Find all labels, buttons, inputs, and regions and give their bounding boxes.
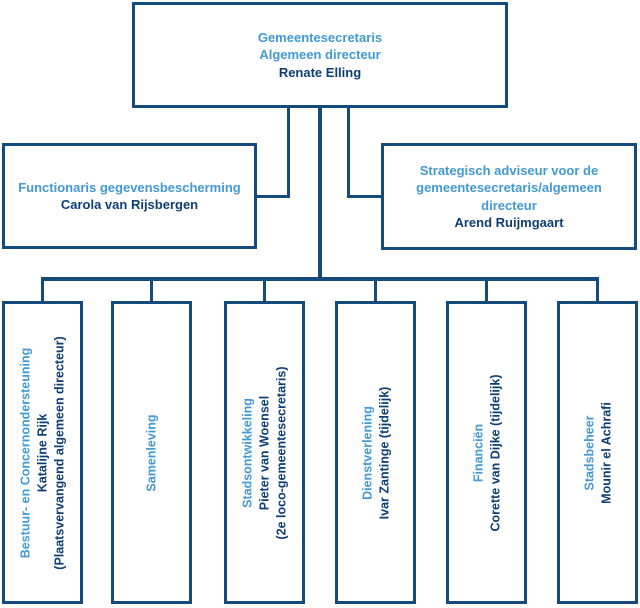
connector-drop-2 [150, 279, 153, 304]
department-title: Samenleving [144, 413, 158, 492]
person-name: Corette van Dijke (tijdelijk) [487, 374, 502, 531]
person-note: (2e loco-gemeentesecretaris) [274, 366, 288, 539]
role-title: Strategisch adviseur voor de gemeentesec… [416, 162, 602, 213]
department-title: Stadsontwikkeling [240, 397, 254, 508]
person-name: Arend Ruijmgaart [454, 215, 564, 230]
connector-staff-right-vertical [347, 108, 350, 198]
node-functionaris-gegevensbescherming: Functionaris gegevensbescherming Carola … [2, 143, 257, 249]
rotated-text-block: Dienstverlening Ivar Zantinge (tijdelijk… [339, 307, 412, 599]
connector-drop-6 [596, 279, 599, 304]
connector-root-vertical [318, 108, 322, 280]
person-name: Carola van Rijsbergen [60, 197, 199, 212]
node-gemeentesecretaris: Gemeentesecretaris Algemeen directeur Re… [132, 2, 508, 108]
connector-staff-left-horizontal [255, 195, 289, 198]
role-title: Functionaris gegevensbescherming [18, 179, 241, 195]
rotated-text-block: Financiën Corette van Dijke (tijdelijk) [450, 307, 523, 599]
connector-drop-3 [263, 279, 266, 304]
connector-drop-1 [41, 279, 44, 304]
department-title: Bestuur- en Concernondersteuning [18, 347, 32, 558]
connector-drop-4 [374, 279, 377, 304]
person-name: Pieter van Woensel [257, 395, 271, 510]
rotated-text-block: Stadsontwikkeling Pieter van Woensel (2e… [228, 307, 301, 599]
node-strategisch-adviseur: Strategisch adviseur voor de gemeentesec… [381, 143, 637, 250]
role-title: Algemeen directeur [259, 47, 381, 63]
person-name: Renate Elling [278, 64, 362, 80]
department-box-stadsontwikkeling: Stadsontwikkeling Pieter van Woensel (2e… [224, 301, 305, 604]
department-box-bestuur-en-concernondersteuning: Bestuur- en Concernondersteuning Katalij… [2, 301, 83, 604]
rotated-text-block: Samenleving [115, 307, 188, 599]
department-title: Financiën [470, 423, 485, 482]
person-name: Ivar Zantinge (tijdelijk) [376, 386, 391, 519]
department-title: Stadsbeheer [581, 414, 596, 491]
department-box-samenleving: Samenleving [111, 301, 192, 604]
connector-staff-right-horizontal [348, 195, 382, 198]
department-box-dienstverlening: Dienstverlening Ivar Zantinge (tijdelijk… [335, 301, 416, 604]
rotated-text-block: Stadsbeheer Mounir el Achrafi [561, 307, 634, 599]
person-name: Katalijne Rijk [35, 413, 49, 492]
role-title: Gemeentesecretaris [257, 29, 383, 45]
connector-distribution-horizontal [41, 277, 599, 281]
rotated-text-block: Bestuur- en Concernondersteuning Katalij… [6, 307, 79, 599]
connector-staff-left-vertical [287, 108, 290, 198]
connector-drop-5 [485, 279, 488, 304]
person-note: (Plaatsvervangend algemeen directeur) [52, 335, 66, 570]
department-title: Dienstverlening [359, 405, 374, 500]
person-name: Mounir el Achrafi [598, 401, 613, 504]
department-box-stadsbeheer: Stadsbeheer Mounir el Achrafi [557, 301, 638, 604]
department-box-financien: Financiën Corette van Dijke (tijdelijk) [446, 301, 527, 604]
